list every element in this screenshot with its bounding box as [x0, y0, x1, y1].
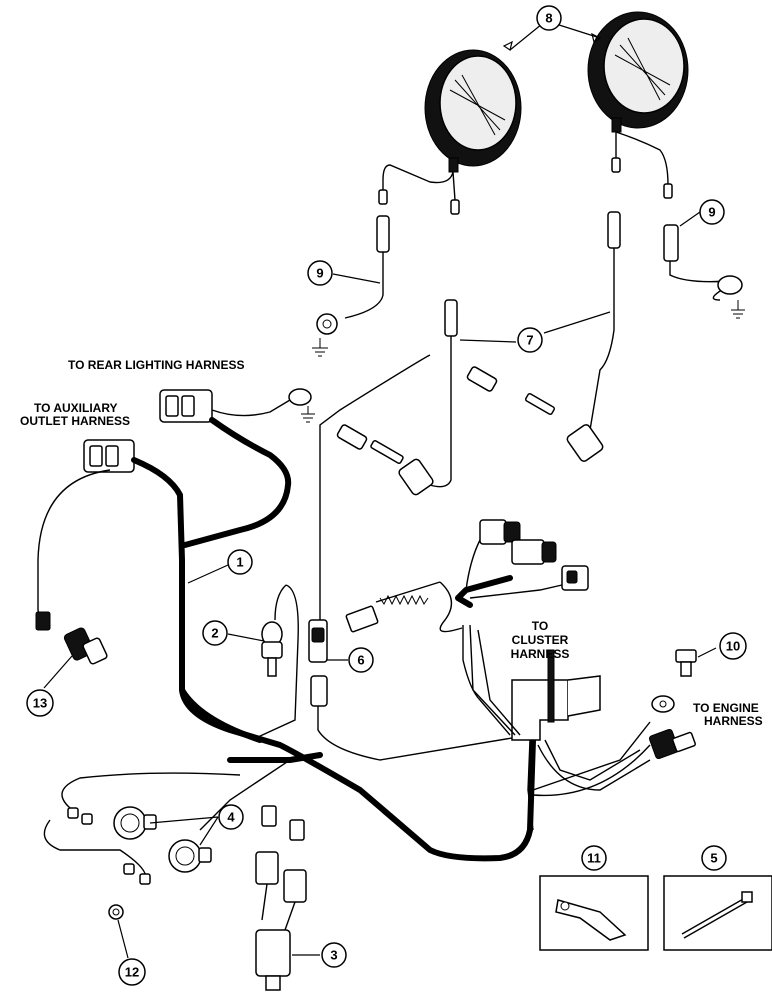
switch-4-upper	[113, 806, 157, 840]
sender-2	[261, 621, 283, 677]
bulb-socket-left	[336, 424, 434, 496]
callout-9-right: 9	[699, 199, 725, 225]
label-engine-line2: HARNESS	[704, 714, 763, 728]
callout-11: 11	[581, 845, 607, 871]
svg-text:6: 6	[357, 653, 364, 668]
lamp-connectors	[376, 157, 679, 337]
callout-5: 5	[701, 845, 727, 871]
label-cluster-line3: HARNESS	[511, 647, 570, 661]
callout-10: 10	[719, 632, 747, 660]
callout-2: 2	[202, 620, 228, 646]
svg-text:13: 13	[33, 696, 47, 711]
part-box-5	[663, 875, 772, 951]
label-engine-line1: TO ENGINE	[693, 701, 759, 715]
label-cluster-line2: CLUSTER	[512, 633, 569, 647]
callout-7: 7	[517, 327, 543, 353]
nut-12	[108, 904, 124, 920]
svg-text:9: 9	[316, 266, 323, 281]
callout-3: 3	[321, 942, 347, 968]
resistor-element	[345, 581, 441, 633]
switch-4-lower	[168, 839, 212, 873]
part-box-11	[539, 875, 649, 951]
label-rear-lighting: TO REAR LIGHTING HARNESS	[68, 358, 244, 372]
svg-text:7: 7	[526, 333, 533, 348]
pressure-switch-3	[255, 805, 307, 991]
cluster-bracket	[511, 649, 601, 741]
engine-connector	[648, 728, 696, 760]
callout-4: 4	[218, 804, 244, 830]
svg-text:2: 2	[211, 626, 218, 641]
callout-1: 1	[227, 549, 253, 575]
leader-lines	[43, 23, 717, 959]
callout-6: 6	[348, 647, 374, 673]
svg-text:4: 4	[227, 810, 235, 825]
svg-text:12: 12	[125, 965, 139, 980]
bulb-socket-right	[466, 366, 604, 462]
callout-8: 8	[536, 5, 562, 31]
svg-text:10: 10	[726, 639, 740, 654]
svg-text:8: 8	[545, 11, 552, 26]
switch-13	[63, 627, 108, 665]
svg-text:11: 11	[587, 851, 601, 866]
svg-text:1: 1	[236, 555, 243, 570]
label-cluster-line1: TO	[532, 619, 548, 633]
svg-text:5: 5	[710, 851, 717, 866]
callout-13: 13	[26, 689, 54, 717]
svg-text:3: 3	[330, 948, 337, 963]
label-aux-line1: TO AUXILIARY	[34, 401, 118, 415]
callout-12: 12	[118, 958, 146, 986]
bolt-10	[675, 649, 697, 677]
work-lamp-right	[587, 11, 689, 133]
callout-9-left: 9	[307, 260, 333, 286]
cluster-connectors	[479, 519, 589, 591]
label-aux-line2: OUTLET HARNESS	[20, 414, 130, 428]
work-lamp-left	[424, 49, 522, 173]
auxiliary-outlet-connector	[83, 439, 135, 473]
svg-text:9: 9	[708, 205, 715, 220]
connector-6	[308, 619, 328, 707]
rear-lighting-connector	[159, 389, 213, 423]
